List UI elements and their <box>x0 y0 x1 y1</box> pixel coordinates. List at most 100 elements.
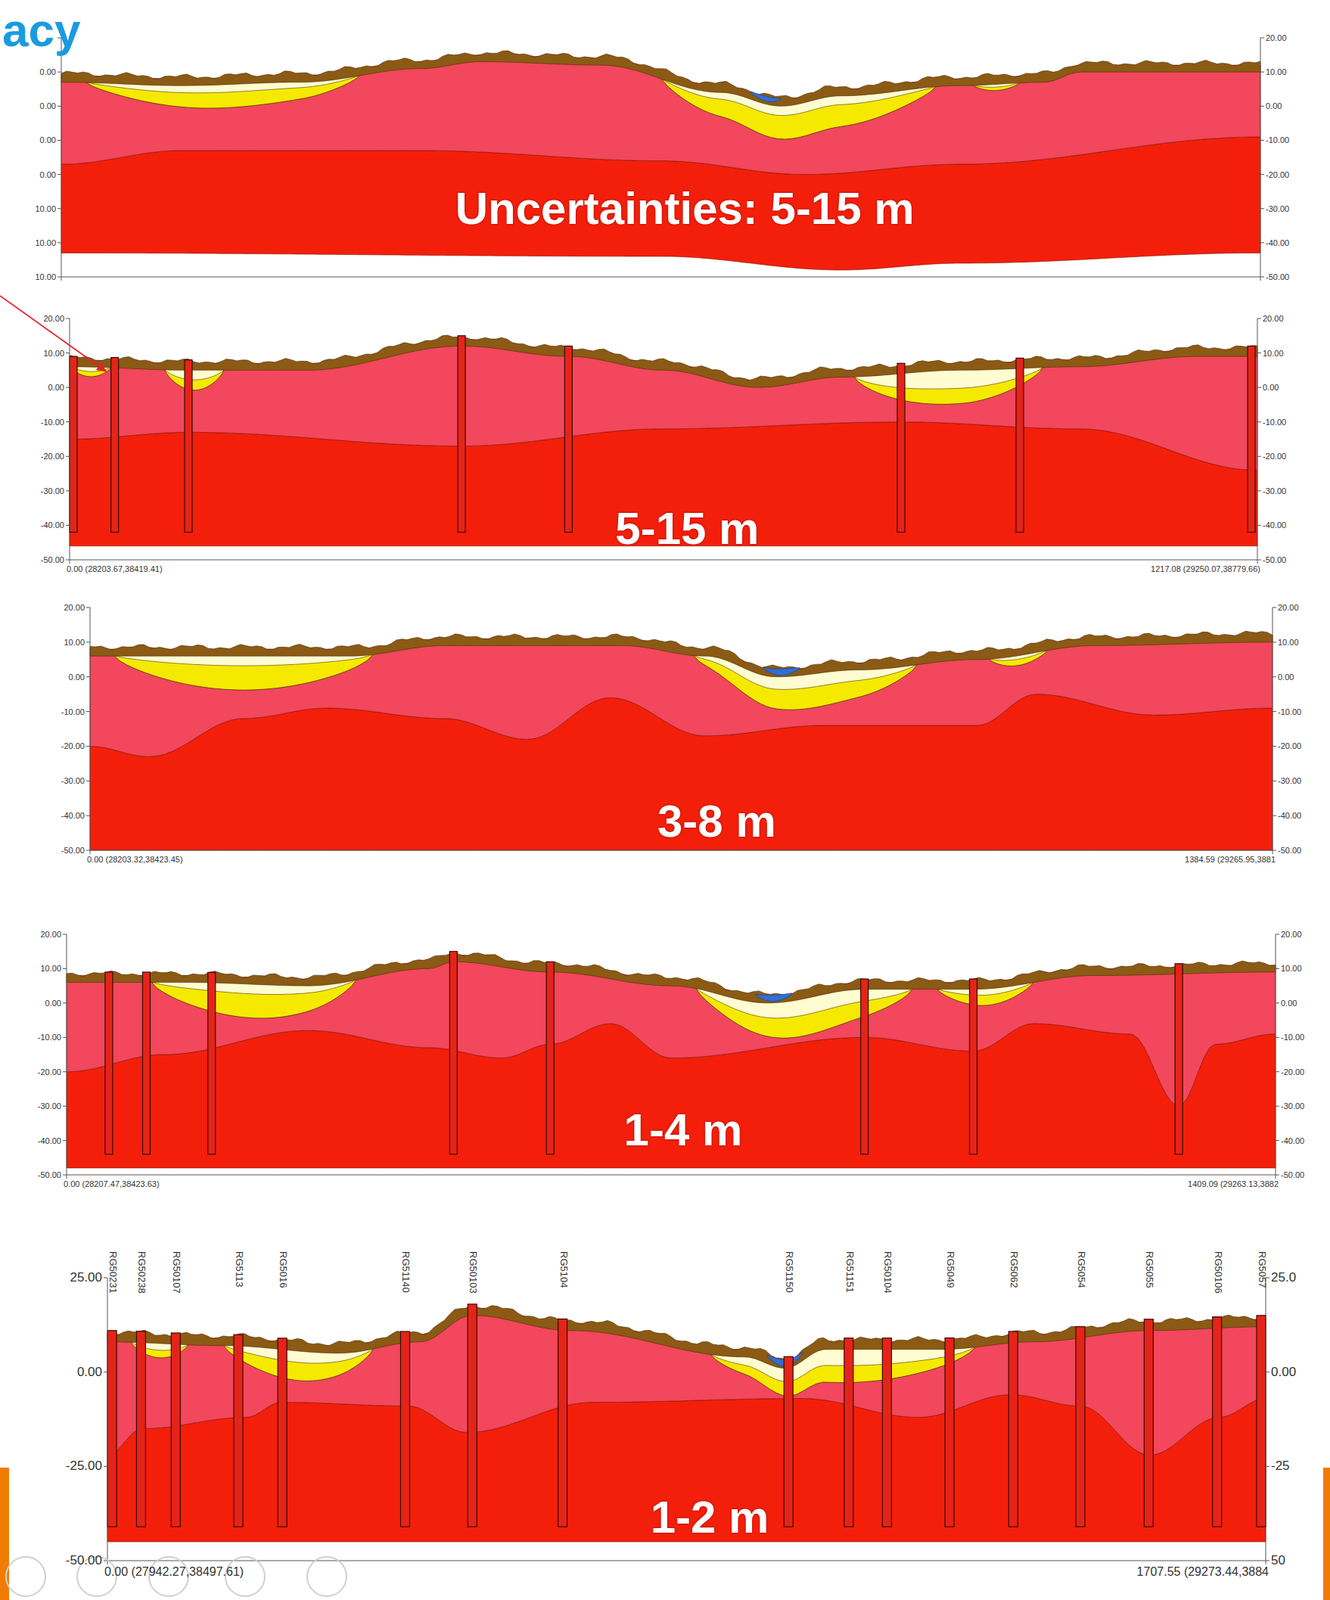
uncertainty-label: 1-4 m <box>624 1105 743 1156</box>
borehole-label: RG50238 <box>136 1251 147 1294</box>
axis-tick-label: -25 <box>1270 1459 1290 1474</box>
borehole-label: RG5104 <box>557 1251 569 1288</box>
axis-tick-label: 0.00 <box>45 998 62 1008</box>
topsoil-layer <box>90 630 1273 677</box>
axis-tick-label: -10.00 <box>61 707 85 717</box>
topsoil-layer <box>61 50 1261 106</box>
axis-tick-label: -20.00 <box>1265 170 1290 180</box>
axis-tick-label: 25.00 <box>69 1270 103 1286</box>
borehole <box>184 360 193 533</box>
uncertainty-label: 5-15 m <box>615 503 759 554</box>
axis-tick-label: -20.00 <box>1277 741 1302 751</box>
axis-tick-label: 20.00 <box>40 929 62 939</box>
axis-tick-label: 20.00 <box>1277 602 1299 613</box>
axis-tick-label: -10.00 <box>1277 707 1302 717</box>
axis-tick-label: -10.00 <box>1265 135 1290 145</box>
axis-tick-label: -30.00 <box>1280 1101 1305 1111</box>
axis-tick-label: 0.00 <box>1280 998 1297 1008</box>
borehole <box>969 978 978 1155</box>
axis-tick-label: 10.00 <box>34 238 56 248</box>
axis-tick-label: 0.00 <box>1262 382 1279 392</box>
borehole-label: RG51150 <box>783 1251 795 1293</box>
axis-tick-label: -40.00 <box>37 1136 62 1146</box>
axis-tick-label: 50 <box>1270 1553 1286 1569</box>
uncertainty-label: 1-2 m <box>650 1492 770 1543</box>
borehole <box>1008 1331 1018 1527</box>
borehole <box>897 363 905 532</box>
borehole-label: RG5049 <box>944 1251 956 1288</box>
borehole <box>467 1304 477 1527</box>
axis-tick-label: -50.00 <box>37 1170 62 1180</box>
axis-frame <box>65 318 1262 564</box>
borehole <box>69 356 78 532</box>
axis-tick-label: 20.00 <box>1262 313 1284 324</box>
bedrock-layer <box>69 422 1258 547</box>
axis-tick-label: -10.00 <box>1280 1032 1305 1042</box>
coordinate-label: 0.00 (27942.27,38497.61) <box>104 1565 244 1579</box>
axis-tick-label: -50.00 <box>1265 272 1290 282</box>
borehole <box>105 972 113 1155</box>
axis-tick-label: 10.00 <box>34 204 56 214</box>
borehole-label: RG5054 <box>1075 1251 1087 1288</box>
axis-tick-label: -25.00 <box>65 1459 103 1474</box>
axis-tick-label: 0.00 <box>40 135 56 145</box>
axis-tick-label: 0.00 <box>1270 1364 1296 1380</box>
axis-tick-label: 10.00 <box>34 272 56 282</box>
axis-tick-label: -50.00 <box>1262 555 1287 565</box>
section-panel <box>86 607 1277 855</box>
coordinate-label: 0.00 (28207.47,38423.63) <box>63 1179 160 1189</box>
axis-tick-label: 0.00 <box>1277 672 1294 682</box>
borehole-label: RG50103 <box>467 1251 479 1294</box>
borehole <box>860 978 869 1155</box>
borehole <box>136 1331 146 1527</box>
borehole <box>944 1338 954 1528</box>
borehole <box>564 345 572 532</box>
axis-tick-label: -30.00 <box>1277 776 1302 786</box>
borehole <box>170 1333 181 1527</box>
borehole <box>277 1338 287 1527</box>
water-body <box>755 993 793 1002</box>
axis-tick-label: -50.00 <box>1280 1170 1305 1180</box>
borehole <box>1143 1319 1153 1527</box>
axis-tick-label: -10.00 <box>1262 417 1287 427</box>
borehole-label: RG50104 <box>882 1251 893 1294</box>
water-body <box>750 91 781 103</box>
axis-tick-label: -40.00 <box>61 811 85 821</box>
borehole <box>546 961 554 1154</box>
title: acy <box>2 4 81 56</box>
borehole <box>1075 1326 1085 1527</box>
borehole <box>233 1334 243 1527</box>
axis-frame <box>62 934 1280 1179</box>
borehole-label: RG5057 <box>1256 1251 1268 1288</box>
axis-tick-label: 0.00 <box>40 170 56 180</box>
axis-tick-label: 0.00 <box>40 101 56 111</box>
borehole <box>208 972 216 1154</box>
borehole-label: RG5016 <box>277 1251 289 1288</box>
axis-tick-label: 10.00 <box>40 963 62 973</box>
section-panel <box>103 1277 1270 1565</box>
axis-tick-label: -50.00 <box>40 555 65 565</box>
axis-tick-label: 10.00 <box>63 637 85 647</box>
borehole-label: RG50107 <box>170 1251 182 1294</box>
borehole-label: RG5113 <box>233 1251 245 1287</box>
player-icons <box>6 1556 347 1597</box>
axis-tick-label: -50.00 <box>65 1553 103 1569</box>
axis-tick-label: -10.00 <box>40 417 65 427</box>
water-body <box>764 667 800 675</box>
axis-tick-label: -30.00 <box>1262 486 1287 496</box>
axis-frame <box>103 1277 1270 1565</box>
axis-tick-label: -30.00 <box>61 776 85 786</box>
axis-tick-label: -20.00 <box>37 1067 62 1077</box>
axis-tick-label: 0.00 <box>68 672 85 682</box>
sand-lens <box>164 369 225 391</box>
coordinate-label: 1409.09 (29263.13,3882 <box>1187 1179 1279 1189</box>
axis-tick-label: -20.00 <box>1280 1067 1305 1077</box>
side-bar <box>1323 1467 1330 1600</box>
borehole <box>142 972 150 1155</box>
axis-tick-label: 10.00 <box>43 348 65 358</box>
axis-tick-label: 10.00 <box>1280 963 1303 973</box>
uncertainty-label: Uncertainties: 5-15 m <box>455 183 915 234</box>
topsoil-layer <box>69 335 1258 388</box>
axis-tick-label: -50.00 <box>61 845 85 855</box>
